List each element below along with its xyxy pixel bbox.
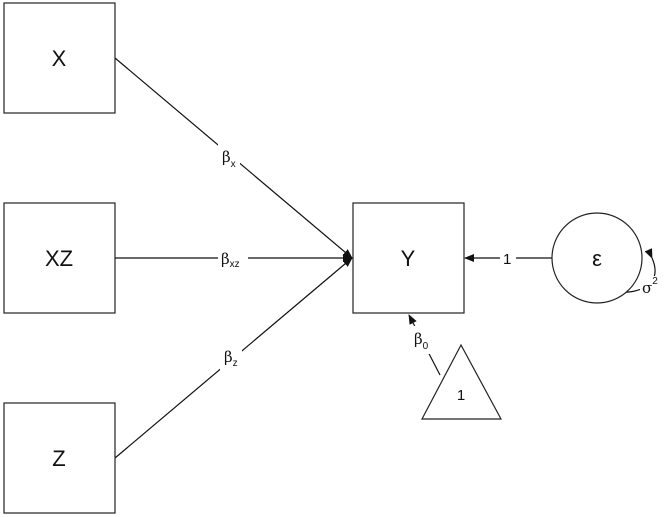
beta-z-label-bg xyxy=(220,346,242,370)
beta-0-label-bg xyxy=(412,326,434,354)
loading-label: 1 xyxy=(503,251,511,268)
node-xz xyxy=(3,202,116,314)
node-xz-label: XZ xyxy=(45,246,73,271)
variance-label: σ2 xyxy=(642,276,658,297)
node-constant-label: 1 xyxy=(457,387,465,404)
node-y xyxy=(352,202,465,314)
variance-label-bg xyxy=(640,276,664,298)
beta-x-label: βx xyxy=(222,148,236,170)
loading-label-bg xyxy=(500,248,516,268)
node-z xyxy=(3,402,116,514)
node-constant xyxy=(421,343,503,420)
beta-0-label: β0 xyxy=(414,330,429,352)
node-x xyxy=(3,2,116,114)
node-x-label: X xyxy=(52,46,67,71)
node-z-label: Z xyxy=(52,446,65,471)
node-epsilon-label: ε xyxy=(592,246,602,271)
node-epsilon xyxy=(551,212,643,304)
beta-z-label: βz xyxy=(224,348,238,369)
beta-xz-label: βxz xyxy=(221,250,240,270)
beta-x-label-bg xyxy=(218,144,240,174)
node-y-label: Y xyxy=(401,246,416,271)
beta-xz-label-bg xyxy=(218,248,248,268)
